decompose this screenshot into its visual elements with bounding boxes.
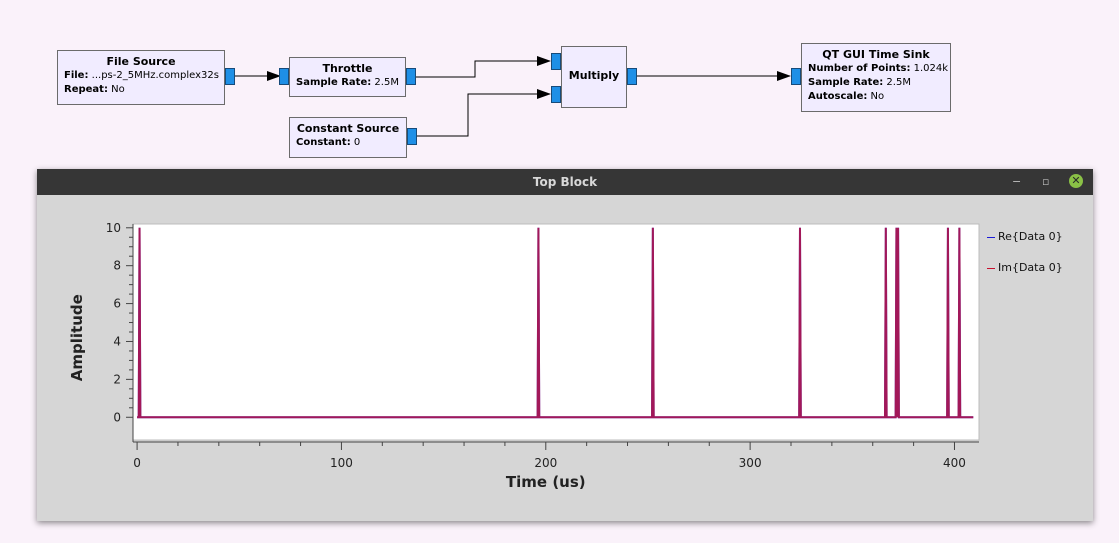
y-tick-label: 10: [106, 221, 121, 235]
legend-item-im[interactable]: Im{Data 0}: [987, 261, 1063, 274]
legend-item-re[interactable]: Re{Data 0}: [987, 230, 1063, 243]
port-throttle-out[interactable]: [406, 68, 416, 85]
port-multiply-in0[interactable]: [551, 53, 561, 70]
y-tick-label: 4: [113, 334, 121, 348]
port-file-source-out[interactable]: [225, 68, 235, 85]
block-multiply[interactable]: Multiply: [561, 46, 627, 108]
block-time-sink[interactable]: QT GUI Time Sink Number of Points: 1.024…: [801, 43, 951, 112]
x-tick-label: 300: [739, 456, 762, 470]
flowgraph-connections: [235, 56, 791, 137]
port-constant-source-out[interactable]: [407, 128, 417, 145]
x-tick-label: 0: [133, 456, 141, 470]
param-file: File: ...ps-2_5MHz.complex32s: [64, 70, 219, 81]
block-title: File Source: [106, 55, 176, 68]
block-throttle[interactable]: Throttle Sample Rate: 2.5M: [289, 57, 406, 97]
param-sample-rate: Sample Rate: 2.5M: [808, 77, 911, 88]
window-title: Top Block: [532, 175, 598, 189]
connection-throttle-multiply: [416, 56, 551, 78]
param-autoscale: Autoscale: No: [808, 91, 885, 102]
x-tick-label: 200: [534, 456, 557, 470]
block-title: QT GUI Time Sink: [822, 48, 930, 61]
legend-label-im: Im{Data 0}: [998, 261, 1063, 274]
port-time-sink-in[interactable]: [791, 68, 801, 85]
param-repeat: Repeat: No: [64, 84, 125, 95]
series-line-im: [137, 227, 974, 419]
block-title: Multiply: [568, 69, 620, 82]
connection-constant-multiply: [417, 89, 551, 137]
block-title: Constant Source: [296, 122, 400, 135]
port-throttle-in[interactable]: [279, 68, 289, 85]
param-num-points: Number of Points: 1.024k: [808, 63, 949, 74]
minimize-icon[interactable]: −: [1012, 175, 1022, 188]
x-axis-label: Time (us): [506, 473, 586, 491]
block-constant-source[interactable]: Constant Source Constant: 0: [289, 117, 407, 158]
y-tick-label: 0: [113, 410, 121, 424]
port-multiply-out[interactable]: [627, 68, 637, 85]
restore-icon[interactable]: ▫: [1042, 175, 1050, 188]
legend-swatch-im: [987, 267, 995, 269]
param-sample-rate: Sample Rate: 2.5M: [296, 77, 399, 88]
legend-label-re: Re{Data 0}: [998, 230, 1063, 243]
block-title: Throttle: [322, 62, 373, 75]
window-titlebar[interactable]: Top Block: [37, 169, 1093, 195]
y-tick-label: 8: [113, 259, 121, 273]
legend-swatch-re: [987, 236, 995, 238]
plot-canvas: [132, 223, 980, 441]
port-multiply-in1[interactable]: [551, 86, 561, 103]
y-tick-label: 2: [113, 372, 121, 386]
block-file-source[interactable]: File Source File: ...ps-2_5MHz.complex32…: [57, 50, 225, 105]
y-tick-label: 6: [113, 297, 121, 311]
y-axis-label: Amplitude: [68, 294, 86, 381]
x-tick-label: 100: [330, 456, 353, 470]
x-tick-label: 400: [943, 456, 966, 470]
close-icon[interactable]: ✕: [1069, 174, 1083, 188]
param-constant: Constant: 0: [296, 137, 361, 148]
